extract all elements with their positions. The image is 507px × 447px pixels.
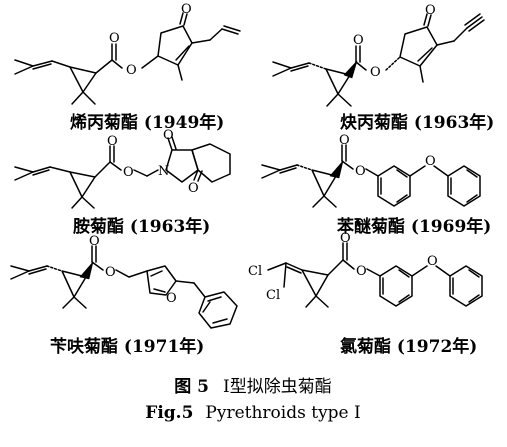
atom-label: O xyxy=(89,234,100,249)
atom-label: Cl xyxy=(248,264,262,279)
atom-label: O xyxy=(340,231,351,246)
caption-en-prefix: Fig.5 xyxy=(145,403,193,423)
atom-label: O xyxy=(427,254,438,269)
compound-label-allethrin: 烯丙菊酯 (1949年) xyxy=(70,112,224,133)
atom-label: O xyxy=(355,164,366,179)
atom-label: O xyxy=(105,265,116,280)
atom-label: O xyxy=(425,3,436,18)
atom-label: O xyxy=(188,181,199,196)
atom-label: O xyxy=(181,2,192,17)
atom-label: O xyxy=(163,128,174,143)
figure-caption-cn: 图 5 Ⅰ型拟除虫菊酯 xyxy=(174,377,331,397)
atom-label: Cl xyxy=(266,288,280,303)
structure-resmethrin xyxy=(10,245,238,329)
structure-prallethrin xyxy=(272,13,485,107)
compound-label-tetramethrin: 胺菊酯 (1963年) xyxy=(73,216,210,237)
atom-label: O xyxy=(353,33,364,48)
compound-label-resmethrin: 苄呋菊酯 (1971年) xyxy=(50,336,204,357)
caption-en-text: Pyrethroids type Ⅰ xyxy=(205,403,360,423)
atom-label: O xyxy=(107,134,118,149)
structure-phenothrin xyxy=(261,144,481,208)
atom-label: O xyxy=(356,264,367,279)
caption-cn-prefix: 图 5 xyxy=(174,377,209,397)
atom-label: O xyxy=(123,165,134,180)
atom-label: O xyxy=(109,31,120,46)
structure-tetramethrin xyxy=(14,136,231,209)
figure-caption-en: Fig.5 Pyrethroids type Ⅰ xyxy=(145,403,361,423)
caption-cn-text: Ⅰ型拟除虫菊酯 xyxy=(223,377,332,397)
structure-permethrin xyxy=(267,242,483,308)
structure-allethrin xyxy=(14,12,241,105)
compound-label-permethrin: 氯菊酯 (1972年) xyxy=(340,336,477,357)
atom-label: O xyxy=(339,133,350,148)
atom-label: O xyxy=(126,63,137,78)
atom-label: O xyxy=(370,65,381,80)
compound-label-prallethrin: 炔丙菊酯 (1963年) xyxy=(340,112,494,133)
compound-label-phenothrin: 苯醚菊酯 (1969年) xyxy=(336,216,491,237)
atom-label: N xyxy=(158,164,169,179)
atom-label: O xyxy=(425,154,436,169)
atom-label: O xyxy=(166,291,177,306)
